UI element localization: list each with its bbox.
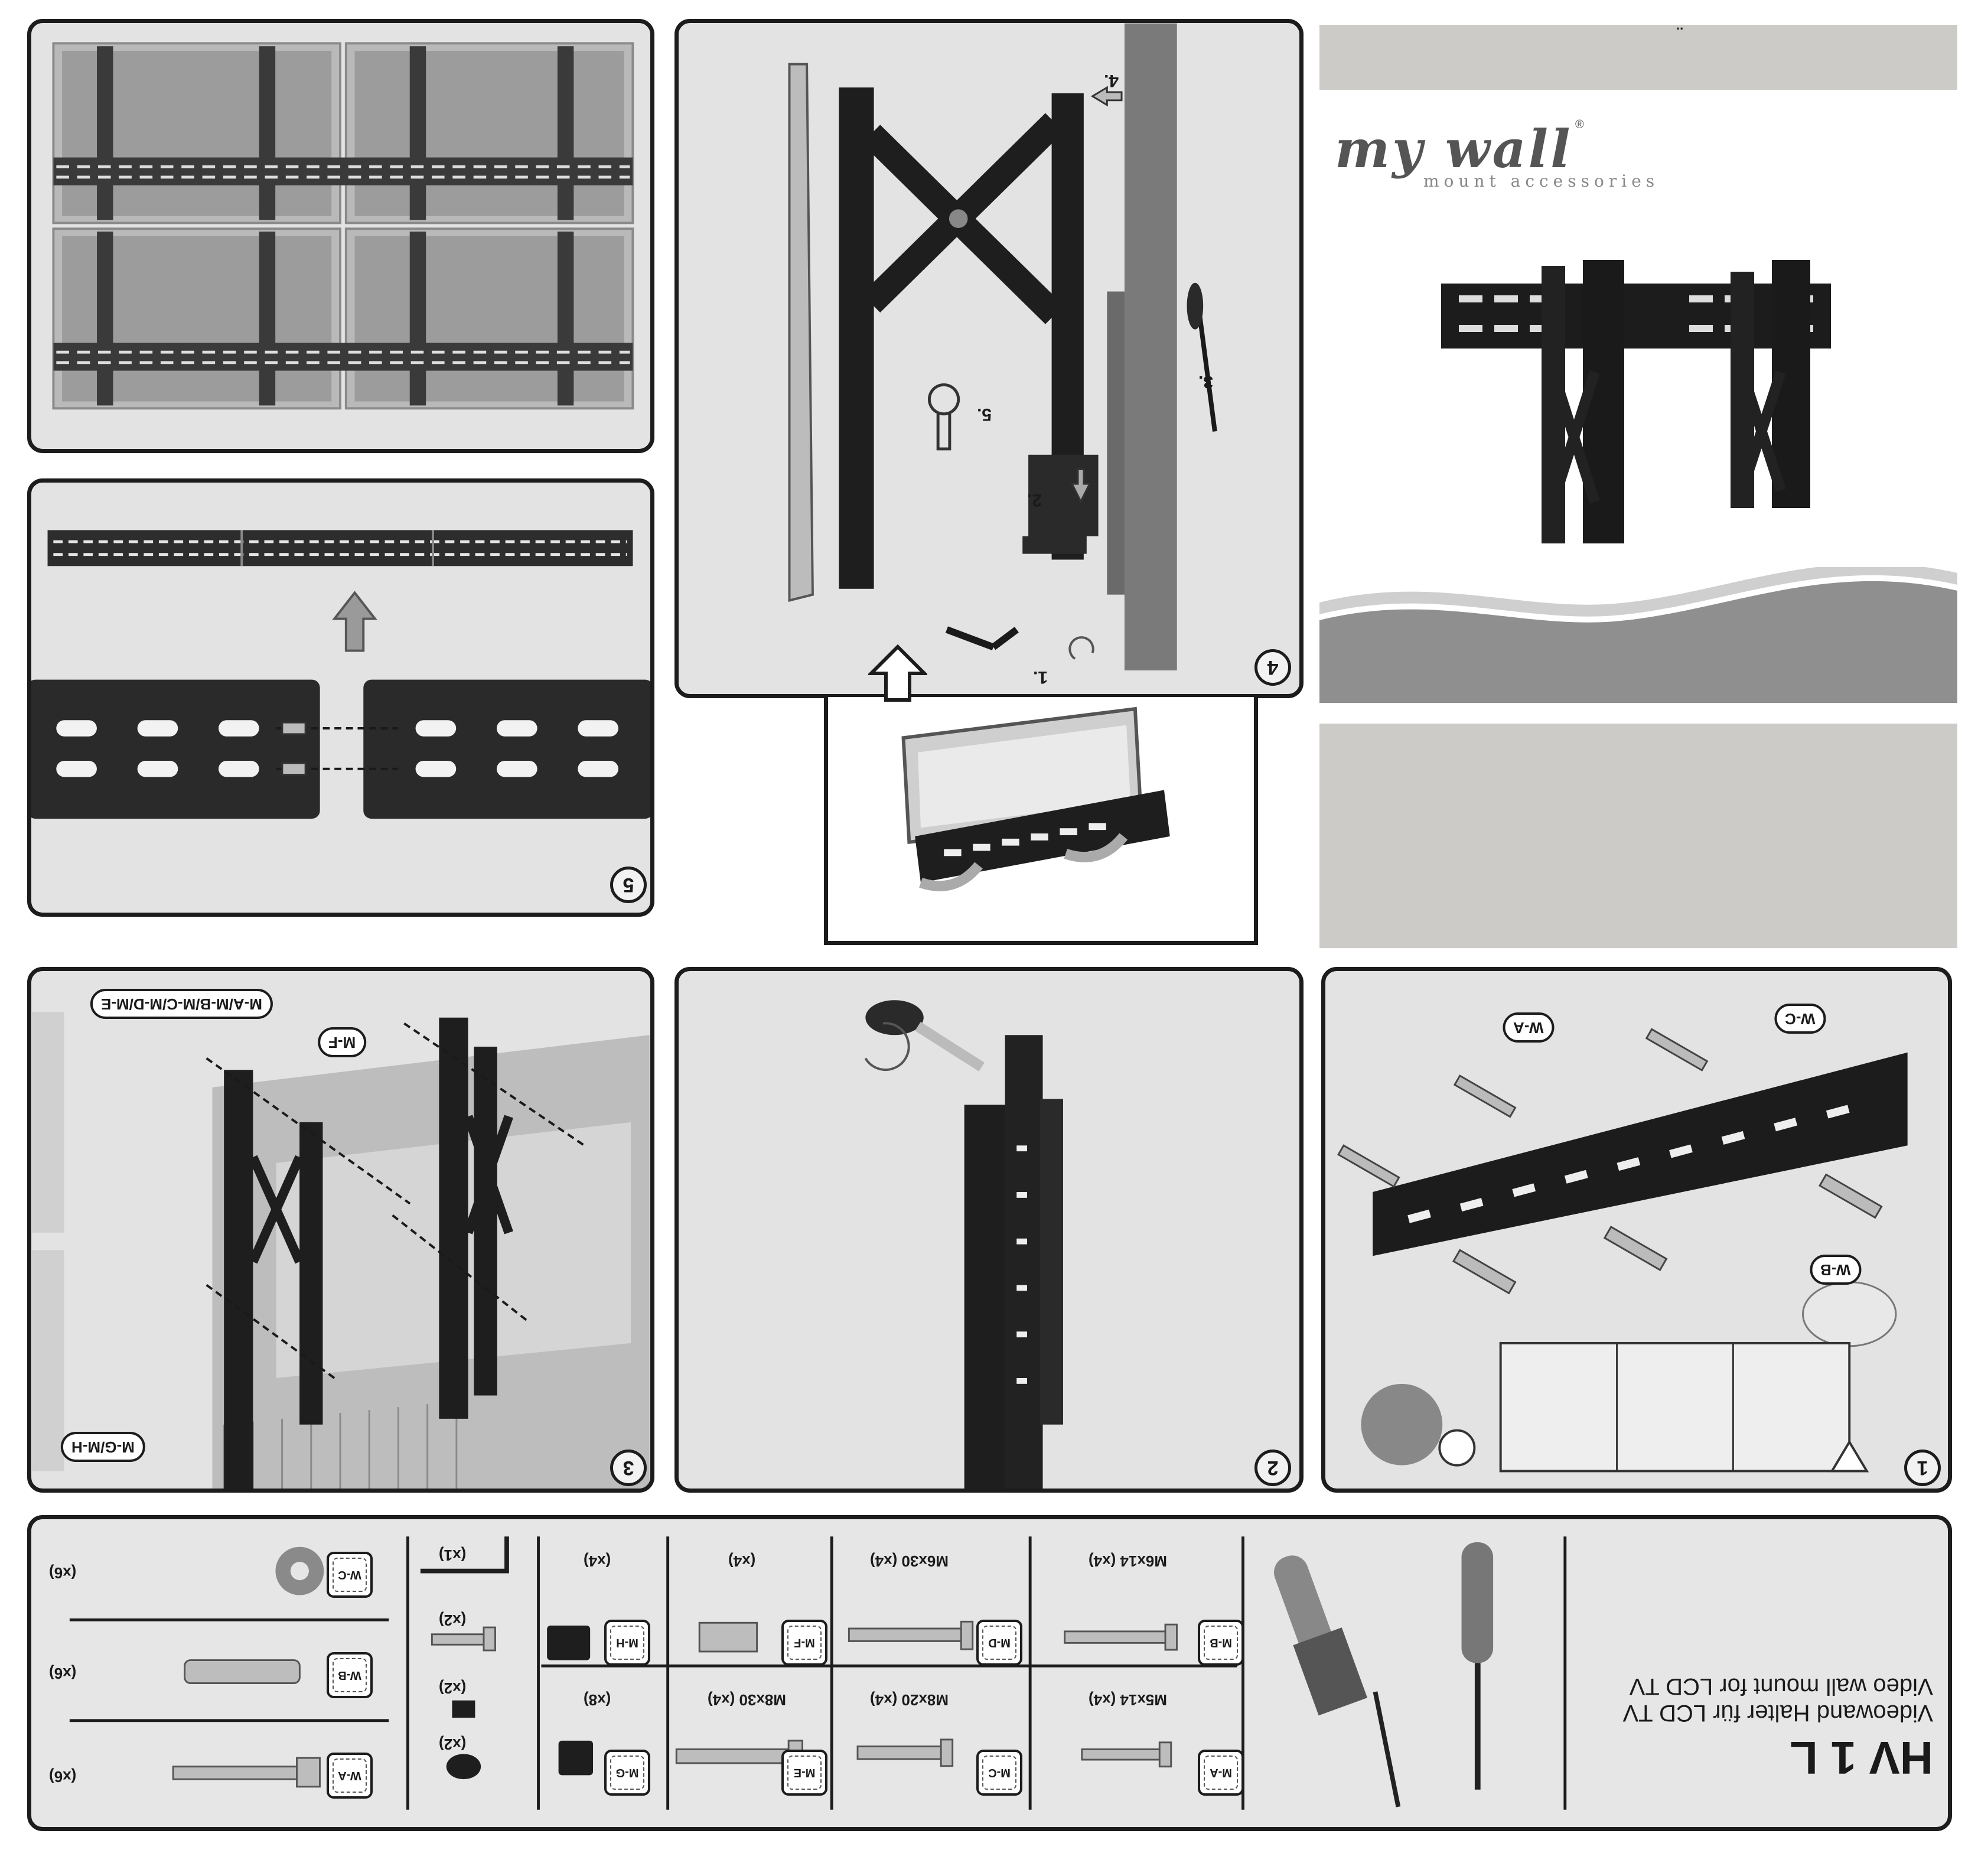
title-line-en: Video wall mount for LCD TV (1629, 1673, 1933, 1699)
step-number-3: 3 (610, 1450, 647, 1486)
step4-label-3: 3. (1198, 372, 1214, 392)
up-arrow-icon (868, 644, 927, 702)
step4-label-4: 4. (1104, 71, 1119, 90)
bracket-attach-illustration (32, 1011, 650, 1489)
part-qty-m-c: M8x20 (x4) (870, 1691, 949, 1709)
part-tag-m-g: M-G (604, 1750, 650, 1796)
panel-step-5: 5 (27, 478, 654, 917)
brand-logo: my wall ® mount accessories (1335, 118, 1659, 191)
part-qty-hex-key: (x1) (439, 1546, 467, 1564)
part-qty-w-c: (x6) (49, 1564, 77, 1582)
parts-dividers (69, 1536, 1567, 1810)
part-qty-thumb-screw: (x2) (439, 1735, 467, 1753)
step4-label-2: 2. (1027, 490, 1042, 510)
part-qty-m-a: M5x14 (x4) (1089, 1691, 1167, 1709)
part-qty-m-h: (x4) (584, 1552, 611, 1570)
part-qty-m-b: M6x14 (x4) (1089, 1552, 1167, 1570)
part-qty-w-b: (x6) (49, 1665, 77, 1682)
part-qty-m-g: (x8) (584, 1691, 611, 1709)
tv-hang-illustration (788, 23, 1217, 670)
panel-step-1: W-A W-B W-C 1 (1321, 967, 1952, 1493)
cover-top-band (1319, 25, 1957, 90)
panel-video-wall-grid (27, 19, 654, 453)
step3-label-m-a-to-m-e: M-A/M-B/M-C/M-D/M-E (90, 989, 273, 1019)
cover-bottom-band (1319, 724, 1957, 948)
part-qty-m-e: M8x30 (x4) (708, 1691, 786, 1709)
brand-logo-text: my wall (1335, 118, 1573, 180)
step1-label-w-b: W-B (1810, 1255, 1862, 1285)
locking-knob-illustration (864, 1000, 1063, 1489)
part-qty-w-a: (x6) (49, 1768, 77, 1786)
registered-mark: ® (1575, 118, 1584, 131)
parts-box: HV 1 L Videowand Halter für LCD TV Video… (27, 1515, 1952, 1831)
title-line-de: Videowand Halter für LCD TV (1622, 1700, 1933, 1726)
part-qty-m-d: M6x30 (x4) (870, 1552, 949, 1570)
title-block: HV 1 L Videowand Halter für LCD TV Video… (1602, 1673, 1933, 1784)
part-qty-screw: (x2) (439, 1611, 467, 1629)
panel-step-3: M-A/M-B/M-C/M-D/M-E M-F M-G/M-H 3 (27, 967, 654, 1493)
part-tag-m-d: M-D (976, 1620, 1022, 1666)
step-number-4: 4 (1254, 649, 1291, 686)
part-tag-m-b: M-B (1198, 1620, 1244, 1666)
product-mount-image (1441, 260, 1831, 543)
part-qty-m-f: (x4) (728, 1552, 756, 1570)
wall-rail-illustration (1337, 1028, 1908, 1473)
step4-label-1: 1. (1033, 667, 1048, 687)
part-qty-nut: (x2) (439, 1679, 467, 1697)
part-tag-m-a: M-A (1198, 1750, 1244, 1796)
rail-joining-illustration (31, 530, 650, 819)
step-number-2: 2 (1254, 1450, 1291, 1486)
part-tag-m-h: M-H (604, 1620, 650, 1666)
panel-step-4: 1. 2. 3. 4. 5. 4 (674, 19, 1304, 698)
step3-label-m-f: M-F (318, 1027, 367, 1057)
step-number-1: 1 (1904, 1450, 1941, 1486)
part-tag-w-c: W-C (327, 1552, 373, 1598)
step3-label-m-g-m-h: M-G/M-H (61, 1432, 145, 1462)
tv-hook-illustration (901, 706, 1170, 891)
part-tag-m-f: M-F (781, 1620, 827, 1666)
model-title: HV 1 L (1790, 1732, 1933, 1784)
part-tag-w-b: W-B (327, 1652, 373, 1698)
step1-label-w-a: W-A (1503, 1012, 1555, 1043)
top-mark: .. (1676, 18, 1684, 32)
part-tag-w-a: W-A (327, 1753, 373, 1799)
panel-step-2: 2 (674, 967, 1304, 1493)
step-number-5: 5 (610, 867, 647, 903)
part-tag-m-e: M-E (781, 1750, 827, 1796)
part-tag-m-c: M-C (976, 1750, 1022, 1796)
step1-label-w-c: W-C (1774, 1004, 1826, 1034)
tv-hook-inset (824, 697, 1258, 945)
cover-wave (1319, 567, 1957, 703)
step4-label-5: 5. (977, 405, 992, 424)
brand-tagline: mount accessories (1423, 171, 1660, 191)
video-wall-grid-illustration (52, 42, 634, 410)
